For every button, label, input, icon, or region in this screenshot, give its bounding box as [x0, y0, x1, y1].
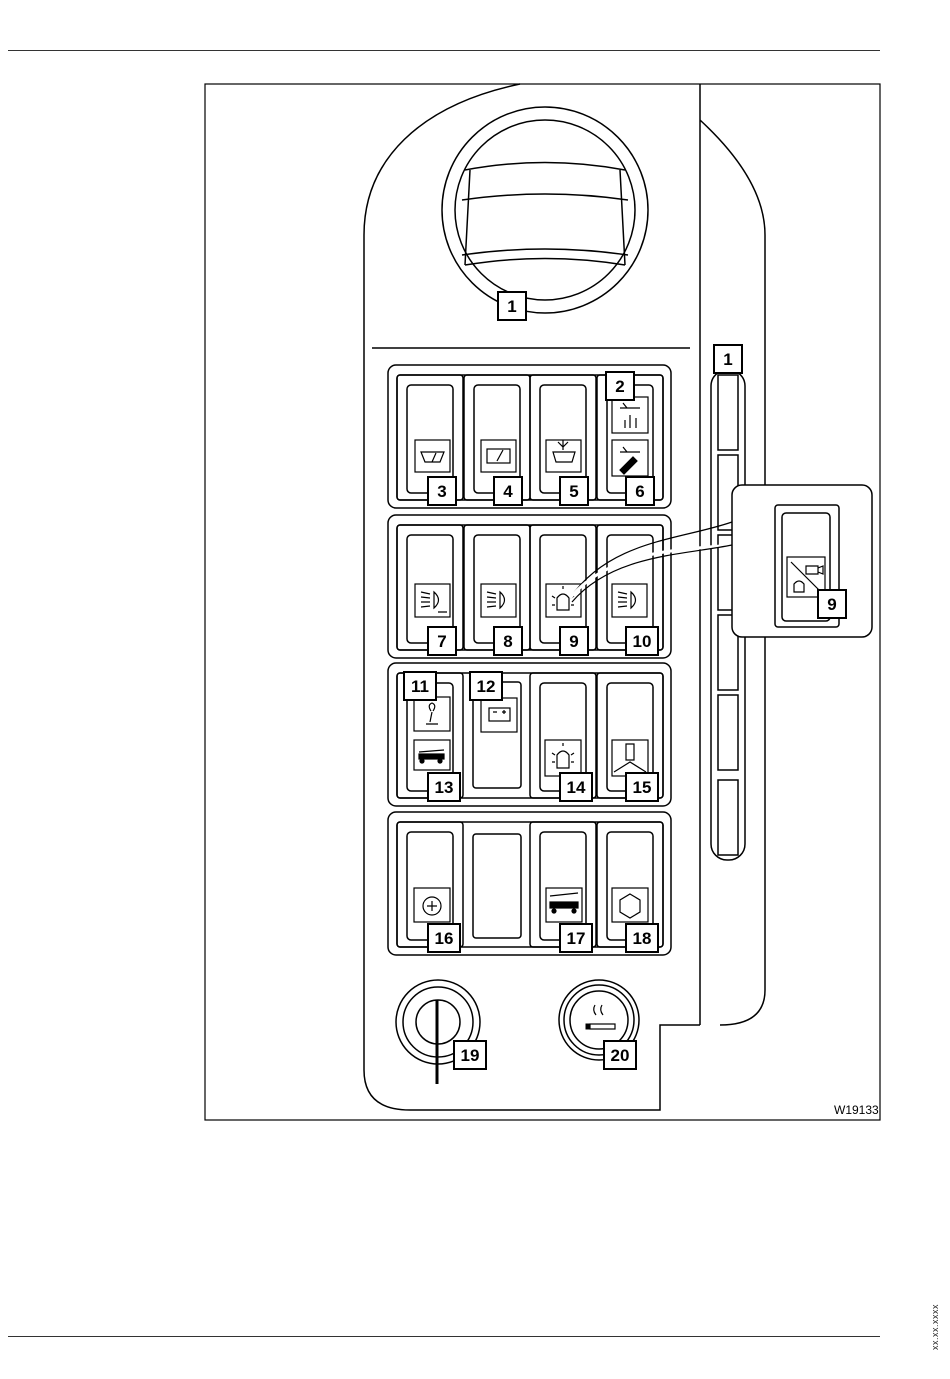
- callout-3: 3: [428, 477, 456, 505]
- callout-label: 1: [723, 350, 732, 369]
- washer-icon: [546, 440, 581, 472]
- callout-label: 15: [633, 778, 652, 797]
- callout-label: 11: [411, 677, 429, 696]
- seat-icon: [414, 697, 450, 731]
- hydraulic-icon: [612, 888, 648, 922]
- callout-label: 6: [635, 482, 644, 501]
- detail-inset: [732, 485, 872, 637]
- callout-label: 17: [567, 929, 586, 948]
- callout-12: 12: [470, 672, 502, 700]
- callout-13: 13: [428, 773, 460, 801]
- figure-code: W19133: [834, 1103, 879, 1117]
- side-code: xx.xx.xxxx: [930, 1190, 940, 1350]
- rotating-beacon-icon: [546, 584, 581, 617]
- callout-label: 5: [569, 482, 578, 501]
- work-light-icon: [612, 584, 647, 617]
- truck-crane-icon: [546, 888, 582, 922]
- leader-line: [570, 522, 732, 598]
- fog-light-icon: [481, 584, 516, 617]
- callout-label: 7: [437, 632, 446, 651]
- callout-label: 9: [827, 595, 836, 614]
- callout-label: 20: [611, 1046, 630, 1065]
- callout-label: 13: [435, 778, 454, 797]
- callout-label: 19: [461, 1046, 480, 1065]
- callout-1: 1: [498, 292, 526, 320]
- callout-5: 5: [560, 477, 588, 505]
- callout-18: 18: [626, 924, 658, 952]
- callout-9: 9: [560, 627, 588, 655]
- callout-19: 19: [454, 1041, 486, 1069]
- callout-10: 10: [626, 627, 658, 655]
- callout-label: 10: [633, 632, 652, 651]
- callout-label: 12: [477, 677, 496, 696]
- air-vent[interactable]: [442, 107, 648, 313]
- callout-9: 9: [818, 590, 846, 618]
- callout-6: 6: [626, 477, 654, 505]
- callout-4: 4: [494, 477, 522, 505]
- callout-7: 7: [428, 627, 456, 655]
- callout-label: 3: [437, 482, 446, 501]
- callout-label: 4: [503, 482, 513, 501]
- callout-14: 14: [560, 773, 592, 801]
- callout-2: 2: [606, 372, 634, 400]
- callout-1: 1: [714, 345, 742, 373]
- blank-switch[interactable]: [473, 834, 521, 938]
- headlight-icon: [415, 584, 450, 617]
- callout-20: 20: [604, 1041, 636, 1069]
- callout-label: 1: [507, 297, 516, 316]
- beacon-icon: [545, 740, 581, 776]
- outrigger-icon: [612, 740, 648, 776]
- callout-label: 2: [615, 377, 624, 396]
- callout-label: 9: [569, 632, 578, 651]
- callout-15: 15: [626, 773, 658, 801]
- add-icon: [414, 888, 450, 922]
- windscreen-wiper-icon: [415, 440, 450, 472]
- rear-wiper-icon: [612, 397, 648, 433]
- callout-label: 16: [435, 929, 454, 948]
- tilt-cab-icon: [612, 440, 648, 476]
- callout-8: 8: [494, 627, 522, 655]
- interval-wiper-icon: [481, 440, 516, 472]
- callout-16: 16: [428, 924, 460, 952]
- callout-11: 11: [404, 672, 436, 700]
- callout-17: 17: [560, 924, 592, 952]
- battery-icon: [481, 698, 517, 732]
- callout-label: 8: [503, 632, 512, 651]
- callout-label: 18: [633, 929, 652, 948]
- callout-label: 14: [567, 778, 586, 797]
- truck-icon: [414, 740, 450, 770]
